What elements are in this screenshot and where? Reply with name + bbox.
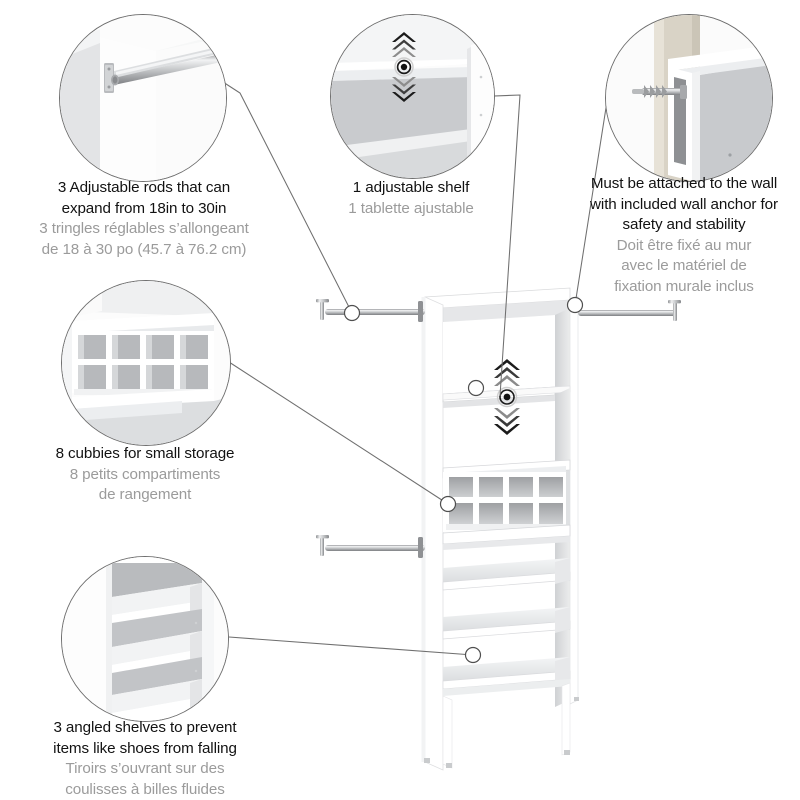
- caption-fr-cubbies: 8 petits compartiments de rangement: [69, 465, 221, 504]
- caption-fr-angled-shelves: Tiroirs s’ouvrant sur des coulisses à bi…: [65, 760, 225, 798]
- callout-circle-wall-anchor: [605, 14, 773, 182]
- hanging-rod-upper-right: [578, 300, 681, 321]
- endpoint-marker-adjustable-shelf: [467, 379, 485, 397]
- caption-angled-shelves: 3 angled shelves to prevent items like s…: [10, 718, 280, 800]
- endpoint-marker-angled-shelves: [464, 646, 482, 664]
- endpoint-marker-cubbies: [439, 495, 457, 513]
- callout-circle-angled-shelves: [61, 556, 229, 722]
- cubby-grid-closeup-icon: [62, 281, 230, 445]
- callout-circle-cubbies: [61, 280, 231, 446]
- caption-wall-anchor: Must be attached to the wall with includ…: [572, 174, 796, 297]
- caption-fr-wall-anchor: Doit être fixé au mur avec le matériel d…: [614, 236, 754, 295]
- adjustable-shelf-closeup-icon: [331, 15, 494, 178]
- caption-en-adjustable-rods: 3 Adjustable rods that can expand from 1…: [57, 179, 231, 217]
- caption-fr-adjustable-rods: 3 tringles réglables s’allongeant de 18 …: [39, 220, 249, 258]
- caption-en-wall-anchor: Must be attached to the wall with includ…: [590, 175, 778, 233]
- caption-cubbies: 8 cubbies for small storage 8 petits com…: [10, 444, 280, 506]
- caption-adjustable-shelf: 1 adjustable shelf 1 tablette ajustable: [316, 178, 506, 219]
- hanging-rod-upper-left: [316, 299, 425, 322]
- caption-en-adjustable-shelf: 1 adjustable shelf: [352, 179, 470, 196]
- angled-shelves-closeup-icon: [62, 557, 228, 721]
- shelf-adjust-marker: [494, 359, 520, 435]
- caption-en-cubbies: 8 cubbies for small storage: [55, 445, 235, 462]
- hanging-rod-lower-left: [316, 535, 425, 558]
- caption-adjustable-rods: 3 Adjustable rods that can expand from 1…: [14, 178, 274, 260]
- callout-circle-adjustable-shelf: [330, 14, 495, 179]
- rod-bracket-closeup-icon: [60, 15, 226, 181]
- caption-en-angled-shelves: 3 angled shelves to prevent items like s…: [53, 719, 237, 757]
- callout-circle-adjustable-rods: [59, 14, 227, 182]
- endpoint-marker-adjustable-rods: [343, 304, 361, 322]
- endpoint-marker-wall-anchor: [566, 296, 584, 314]
- leader-line-angled-shelves: [228, 636, 474, 656]
- wall-anchor-screw-closeup-icon: [606, 15, 772, 181]
- caption-fr-adjustable-shelf: 1 tablette ajustable: [348, 199, 474, 217]
